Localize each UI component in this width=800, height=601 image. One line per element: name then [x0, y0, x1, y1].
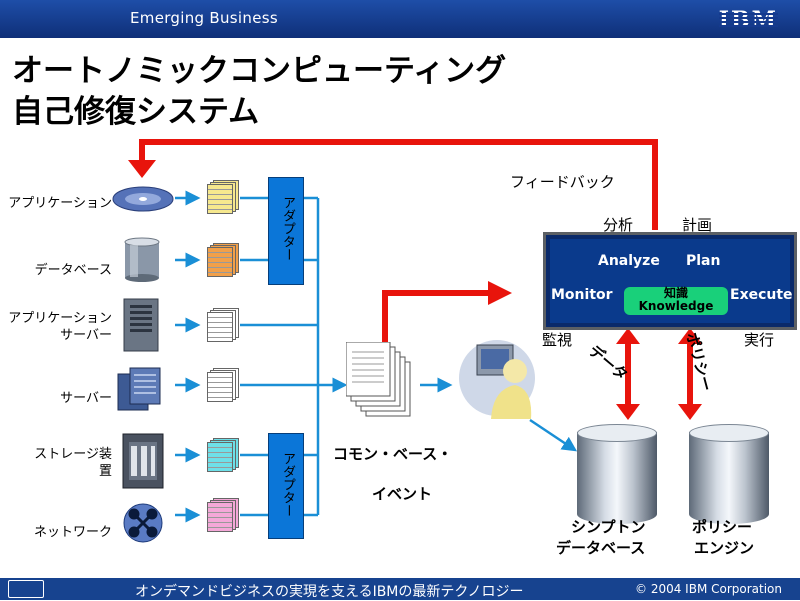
network-icon: [123, 503, 163, 543]
storage-icon: [122, 433, 164, 489]
knowledge-box: 知識 Knowledge: [624, 287, 728, 315]
database-icon: [124, 237, 160, 282]
monitor-label: Monitor: [551, 287, 613, 303]
server-rack-icon: [117, 367, 161, 411]
source-label-application: アプリケーション: [8, 196, 112, 211]
source-label-network: ネットワーク: [33, 525, 112, 540]
server-tower-icon: [123, 298, 159, 352]
data-arrow: [616, 328, 640, 420]
event-doc-stack: [207, 498, 239, 532]
symptom-db-line1: シンプトン: [571, 518, 646, 536]
slide-header: Emerging Business IBM: [0, 0, 800, 38]
knowledge-jp-label: 知識: [663, 286, 688, 300]
common-base-event-stack: [346, 342, 411, 417]
slide-title-line2: 自己修復システム: [12, 94, 260, 130]
source-label-server: サーバー: [60, 391, 112, 406]
source-label-storage: ストレージ装 置: [34, 447, 112, 479]
policy-engine-icon: [689, 424, 769, 534]
event-doc-stack: [207, 368, 239, 402]
feedback-label: フィードバック: [510, 173, 615, 191]
autonomic-manager: Analyze Plan Monitor Execute 知識 Knowledg…: [543, 232, 797, 330]
footer-copyright: © 2004 IBM Corporation: [635, 582, 782, 596]
event-to-manager-arrow: [382, 290, 490, 342]
adapter-bottom-label: アダプター: [280, 452, 295, 517]
event-doc-stack: [207, 308, 239, 342]
slide-footer: オンデマンドビジネスの実現を支えるIBMの最新テクノロジー © 2004 IBM…: [0, 578, 800, 600]
event-doc-stack: [207, 180, 239, 214]
plan-jp-label: 計画: [682, 216, 713, 234]
adapter-top: アダプター: [268, 177, 304, 285]
analyze-jp-label: 分析: [603, 216, 634, 234]
symptom-db-line2: データベース: [556, 539, 646, 557]
source-label-app-server: アプリケーション サーバー: [8, 311, 112, 343]
event-doc-stack: [207, 243, 239, 277]
adapter-top-label: アダプター: [280, 196, 295, 261]
event-label-line1: コモン・ベース・: [333, 445, 453, 463]
execute-jp-label: 実行: [744, 331, 775, 349]
event-label-line2: イベント: [372, 485, 433, 503]
disc-icon: [112, 186, 174, 212]
plan-label: Plan: [686, 253, 721, 269]
policy-engine-line1: ポリシー: [692, 518, 753, 536]
feedback-arrowhead: [128, 160, 156, 178]
monitor-jp-label: 監視: [542, 331, 573, 349]
feedback-arrow: [139, 139, 658, 230]
footer-tagline: オンデマンドビジネスの実現を支えるIBMの最新テクノロジー: [135, 584, 524, 600]
source-label-database: データベース: [34, 263, 112, 278]
operator-console-icon: [459, 340, 535, 419]
policy-arrow: [678, 328, 702, 420]
execute-label: Execute: [730, 287, 793, 303]
ibm-logo: IBM: [718, 7, 779, 33]
knowledge-label: Knowledge: [638, 299, 714, 313]
footer-mark-icon: [8, 580, 44, 598]
analyze-label: Analyze: [598, 253, 660, 269]
policy-engine-line2: エンジン: [694, 539, 755, 557]
slide-title-line1: オートノミックコンピューティング: [12, 53, 507, 89]
adapter-bottom: アダプター: [268, 433, 304, 539]
console-to-db-arrow: [529, 418, 578, 452]
event-doc-stack: [207, 438, 239, 472]
symptom-database-icon: [577, 424, 657, 534]
section-title: Emerging Business: [130, 9, 278, 27]
